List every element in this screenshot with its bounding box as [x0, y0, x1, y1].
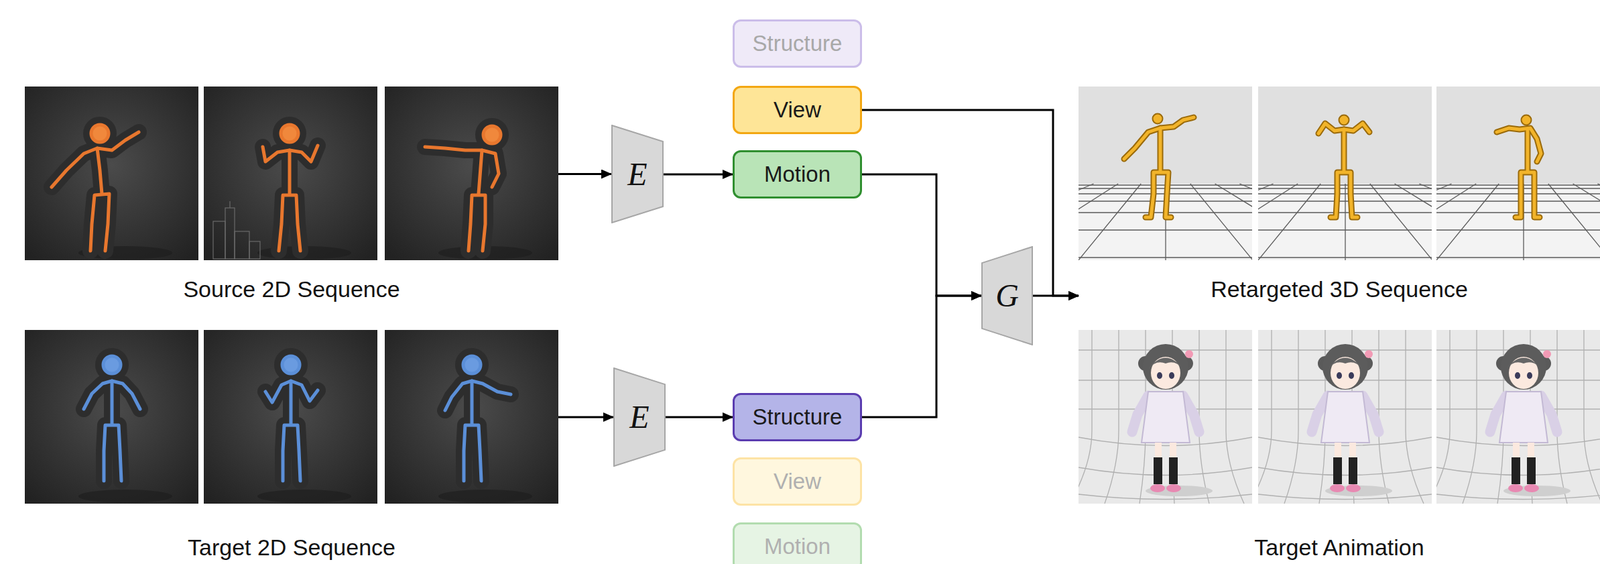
flow-arrow [558, 416, 614, 419]
video-frame [24, 329, 199, 504]
encoder-block: E [611, 124, 664, 224]
video-frame [384, 329, 559, 504]
illustration-part [225, 207, 235, 259]
network-label: E [629, 400, 649, 434]
encoder-block: E [613, 367, 666, 467]
latent-box: View [732, 85, 863, 135]
image-sequence: Retargeted 3D Sequence [1078, 86, 1600, 303]
image-sequence: Target 2D Sequence [24, 329, 559, 561]
flow-arrow [1032, 294, 1079, 297]
flow-arrow [862, 295, 982, 417]
flow-arrow [665, 416, 733, 419]
character [1132, 343, 1200, 492]
video-frame [384, 86, 559, 261]
latent-label: View [773, 469, 822, 494]
latent-box: View [732, 457, 863, 506]
illustration-part [213, 221, 226, 259]
silhouette [265, 355, 318, 481]
skeleton-outline [1124, 115, 1194, 218]
skeleton [262, 124, 318, 251]
sequence-caption: Retargeted 3D Sequence [1210, 275, 1468, 303]
skeleton-outline [1318, 117, 1370, 218]
latent-label: Structure [752, 31, 843, 56]
character [1490, 343, 1558, 492]
skeleton [83, 355, 141, 481]
skeleton-outline [1496, 117, 1542, 218]
latent-label: Motion [764, 534, 831, 559]
city-sketch [213, 201, 261, 259]
silhouette [51, 124, 139, 251]
flow-arrow [862, 109, 1079, 296]
network-label: G [995, 279, 1019, 312]
flow-arrow [862, 174, 982, 296]
generator-block: G [981, 245, 1033, 346]
latent-box: Structure [732, 19, 863, 68]
render-frame [1427, 329, 1600, 504]
silhouette [83, 355, 141, 481]
latent-box: Structure [732, 392, 863, 442]
skeleton [445, 355, 511, 481]
sequence-caption: Target Animation [1254, 533, 1424, 561]
render-frame [1168, 86, 1600, 261]
latent-box: Motion [732, 522, 863, 564]
skeleton [265, 355, 318, 481]
network-label: E [627, 158, 647, 191]
latent-label: Motion [764, 162, 831, 187]
video-frame [203, 329, 378, 504]
character [1311, 343, 1379, 492]
skeleton [424, 126, 501, 251]
skeleton-3d [1318, 117, 1370, 218]
flow-arrow [558, 172, 612, 175]
skeleton-3d [1496, 117, 1542, 218]
latent-box: Motion [732, 150, 863, 199]
latent-label: Structure [752, 404, 843, 429]
video-frame [24, 86, 199, 261]
sequence-caption: Source 2D Sequence [182, 275, 400, 303]
image-sequence: Source 2D Sequence [24, 86, 559, 303]
skeleton [51, 124, 139, 251]
trapezoid [613, 367, 665, 466]
image-sequence: Target Animation [1078, 329, 1600, 561]
skeleton-3d [1124, 115, 1194, 218]
silhouette [445, 355, 511, 481]
flow-arrow [663, 173, 733, 176]
latent-label: View [773, 97, 822, 122]
illustration-part [234, 231, 250, 259]
trapezoid [981, 246, 1033, 345]
sequence-caption: Target 2D Sequence [187, 533, 396, 561]
trapezoid [611, 125, 663, 223]
illustration-part [249, 241, 261, 259]
illustration-part [229, 201, 230, 208]
render-frame [1249, 329, 1432, 504]
silhouette [262, 124, 318, 251]
silhouette [424, 126, 501, 251]
render-frame [1069, 329, 1253, 504]
video-frame [203, 86, 378, 261]
